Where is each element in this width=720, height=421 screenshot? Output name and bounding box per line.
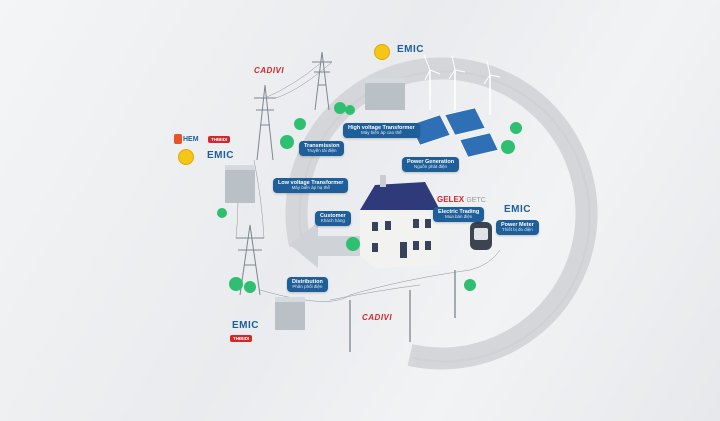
label-title: Electric Trading [438, 209, 480, 215]
thibidi-logo: THIBIDI [208, 136, 231, 143]
hem-logo: HEM [174, 134, 199, 144]
label-title: Power Generation [407, 159, 455, 165]
label-subtitle: Máy biến áp cao thế [361, 130, 402, 136]
label-subtitle: Máy biến áp hạ thế [291, 185, 330, 191]
label-power-meter: Power Meter Thiết bị đo điện [496, 220, 539, 235]
emic-logo: EMIC [207, 150, 234, 161]
label-subtitle: Thiết bị đo điện [501, 227, 533, 233]
label-title: High voltage Transformer [348, 125, 415, 131]
hem-text: HEM [183, 135, 199, 143]
label-subtitle: Phân phối điện [292, 284, 323, 290]
label-title: Low voltage Transformer [278, 180, 344, 186]
hem-mark-icon [174, 134, 182, 144]
yellow-brand-logo [374, 44, 390, 60]
high-voltage-transformer [365, 78, 405, 110]
cycle-ring-inner [298, 70, 591, 363]
cadivi-logo: CADIVI [362, 313, 393, 322]
label-customer: Customer Khách hàng [315, 211, 351, 226]
emic-logo: EMIC [504, 204, 531, 215]
label-title: Distribution [292, 279, 323, 285]
thibidi-logo: THIBIDI [230, 335, 253, 342]
label-title: Power Meter [501, 222, 534, 228]
label-distribution: Distribution Phân phối điện [287, 277, 328, 292]
yellow-brand-logo [178, 149, 194, 165]
gelex-text: GELEX [437, 195, 465, 204]
emic-text: EMIC [232, 320, 259, 331]
emic-logo: EMIC [232, 320, 259, 331]
label-subtitle: Mua bán điện [444, 214, 473, 220]
label-transmission: Transmission Truyền tải điện [299, 141, 345, 156]
label-subtitle: Khách hàng [320, 218, 345, 224]
transmission-tower [236, 51, 332, 296]
label-low-voltage-transformer: Low voltage Transformer Máy biến áp hạ t… [273, 178, 349, 193]
flow-arrow [290, 222, 360, 268]
emic-text: EMIC [504, 204, 531, 215]
label-high-voltage-transformer: High voltage Transformer Máy biến áp cao… [343, 123, 420, 138]
emic-text: EMIC [397, 44, 424, 55]
label-electric-trading: Electric Trading Mua bán điện [433, 207, 485, 222]
getc-text: GETC [466, 197, 486, 204]
label-title: Transmission [304, 143, 340, 149]
house [360, 175, 440, 268]
cadivi-logo: CADIVI [254, 66, 285, 75]
low-voltage-transformer [225, 165, 255, 203]
label-subtitle: Truyền tải điện [306, 148, 337, 154]
power-meter [470, 222, 492, 250]
label-power-generation: Power Generation Nguồn phát điện [402, 157, 460, 172]
label-title: Customer [320, 213, 346, 219]
emic-text: EMIC [207, 150, 234, 161]
emic-logo: EMIC [397, 44, 424, 55]
label-subtitle: Nguồn phát điện [414, 164, 448, 170]
solar-panels [409, 107, 499, 158]
wind-turbines [423, 54, 501, 115]
gelex-getc-logo: GELEX GETC [437, 195, 486, 204]
distribution-transformer [275, 297, 305, 330]
trees [217, 102, 522, 293]
